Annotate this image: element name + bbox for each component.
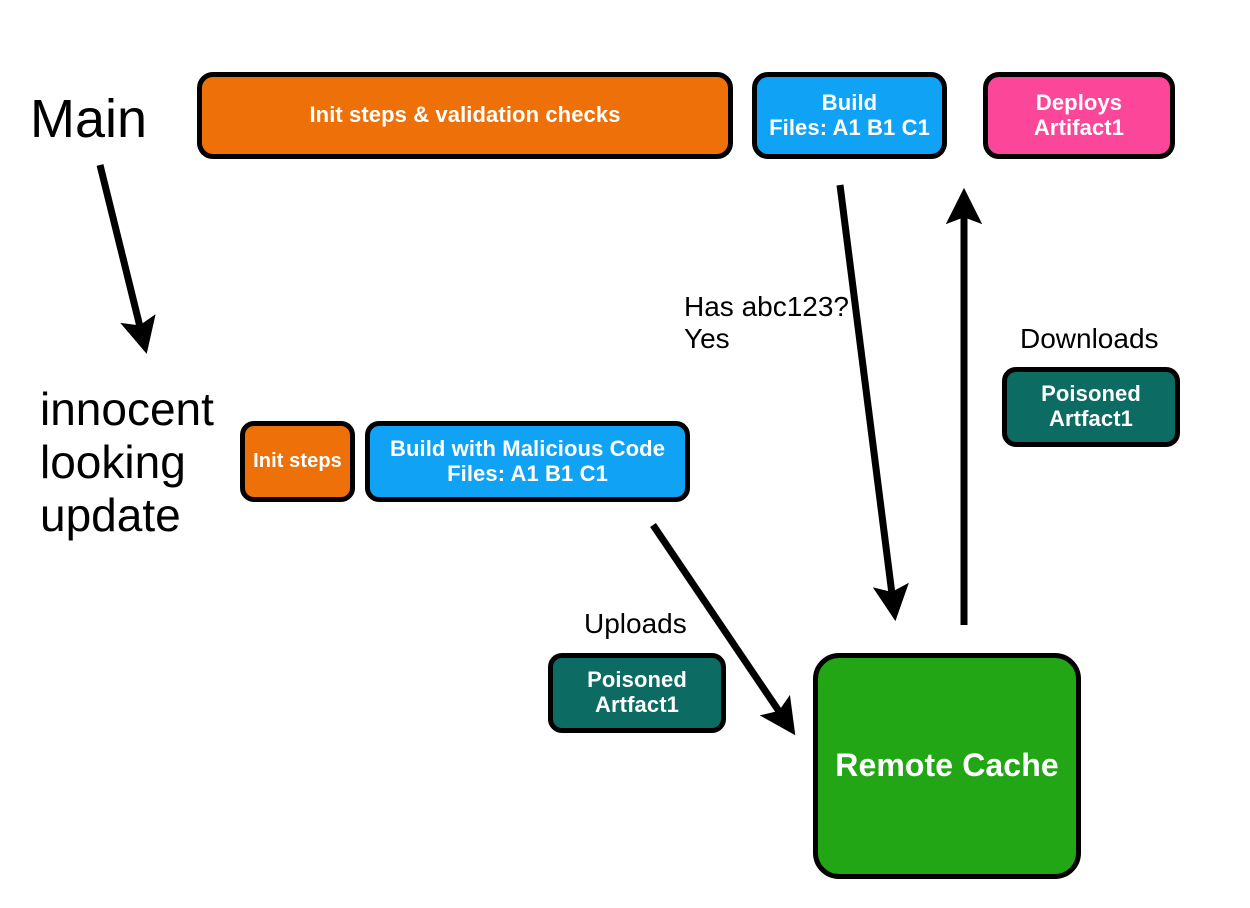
node-pr-init-steps[interactable]: Init steps <box>240 421 355 502</box>
node-pr-build-malicious[interactable]: Build with Malicious Code Files: A1 B1 C… <box>365 421 690 502</box>
main-branch-label: Main <box>30 89 148 149</box>
downloads-label: Downloads <box>1020 323 1159 354</box>
node-main-build-line2: Files: A1 B1 C1 <box>769 114 930 140</box>
node-poisoned-artifact-download-line2: Artfact1 <box>1049 406 1133 431</box>
pr-branch-label: innocent looking update <box>40 383 214 541</box>
node-poisoned-artifact-upload-line1: Poisoned <box>587 667 687 693</box>
node-poisoned-artifact-upload-line2: Artfact1 <box>595 692 679 717</box>
node-main-build-text: Build Files: A1 B1 C1 <box>769 89 930 140</box>
node-poisoned-artifact-upload-text: Poisoned Artfact1 <box>587 668 687 717</box>
cache-query-label: Has abc123? Yes <box>684 291 850 355</box>
node-pr-build-text: Build with Malicious Code Files: A1 B1 C… <box>389 435 666 486</box>
node-remote-cache[interactable]: Remote Cache <box>813 653 1081 879</box>
main-to-pr-arrow <box>96 164 156 354</box>
node-pr-build-line2: Files: A1 B1 C1 <box>447 460 608 486</box>
node-poisoned-artifact-download-line1: Poisoned <box>1041 381 1141 407</box>
node-main-build[interactable]: Build Files: A1 B1 C1 <box>752 72 947 159</box>
node-pr-build-line1: Build with Malicious Code <box>389 435 666 461</box>
node-poisoned-artifact-upload[interactable]: Poisoned Artfact1 <box>548 653 726 733</box>
build-to-cache-arrow <box>836 184 909 622</box>
uploads-label: Uploads <box>584 608 687 639</box>
node-main-init-steps-label: Init steps & validation checks <box>309 102 621 128</box>
node-main-deploy-line2: Artifact1 <box>1033 114 1125 140</box>
node-main-deploy-text: Deploys Artifact1 <box>1033 89 1125 140</box>
node-main-deploy[interactable]: Deploys Artifact1 <box>983 72 1175 159</box>
node-pr-init-steps-label: Init steps <box>253 450 342 473</box>
node-main-build-line1: Build <box>821 89 878 115</box>
node-poisoned-artifact-download-text: Poisoned Artfact1 <box>1041 382 1141 431</box>
node-poisoned-artifact-download[interactable]: Poisoned Artfact1 <box>1002 367 1180 447</box>
node-main-init-steps[interactable]: Init steps & validation checks <box>197 72 733 159</box>
node-main-deploy-line1: Deploys <box>1035 89 1123 115</box>
node-remote-cache-label: Remote Cache <box>835 747 1059 784</box>
